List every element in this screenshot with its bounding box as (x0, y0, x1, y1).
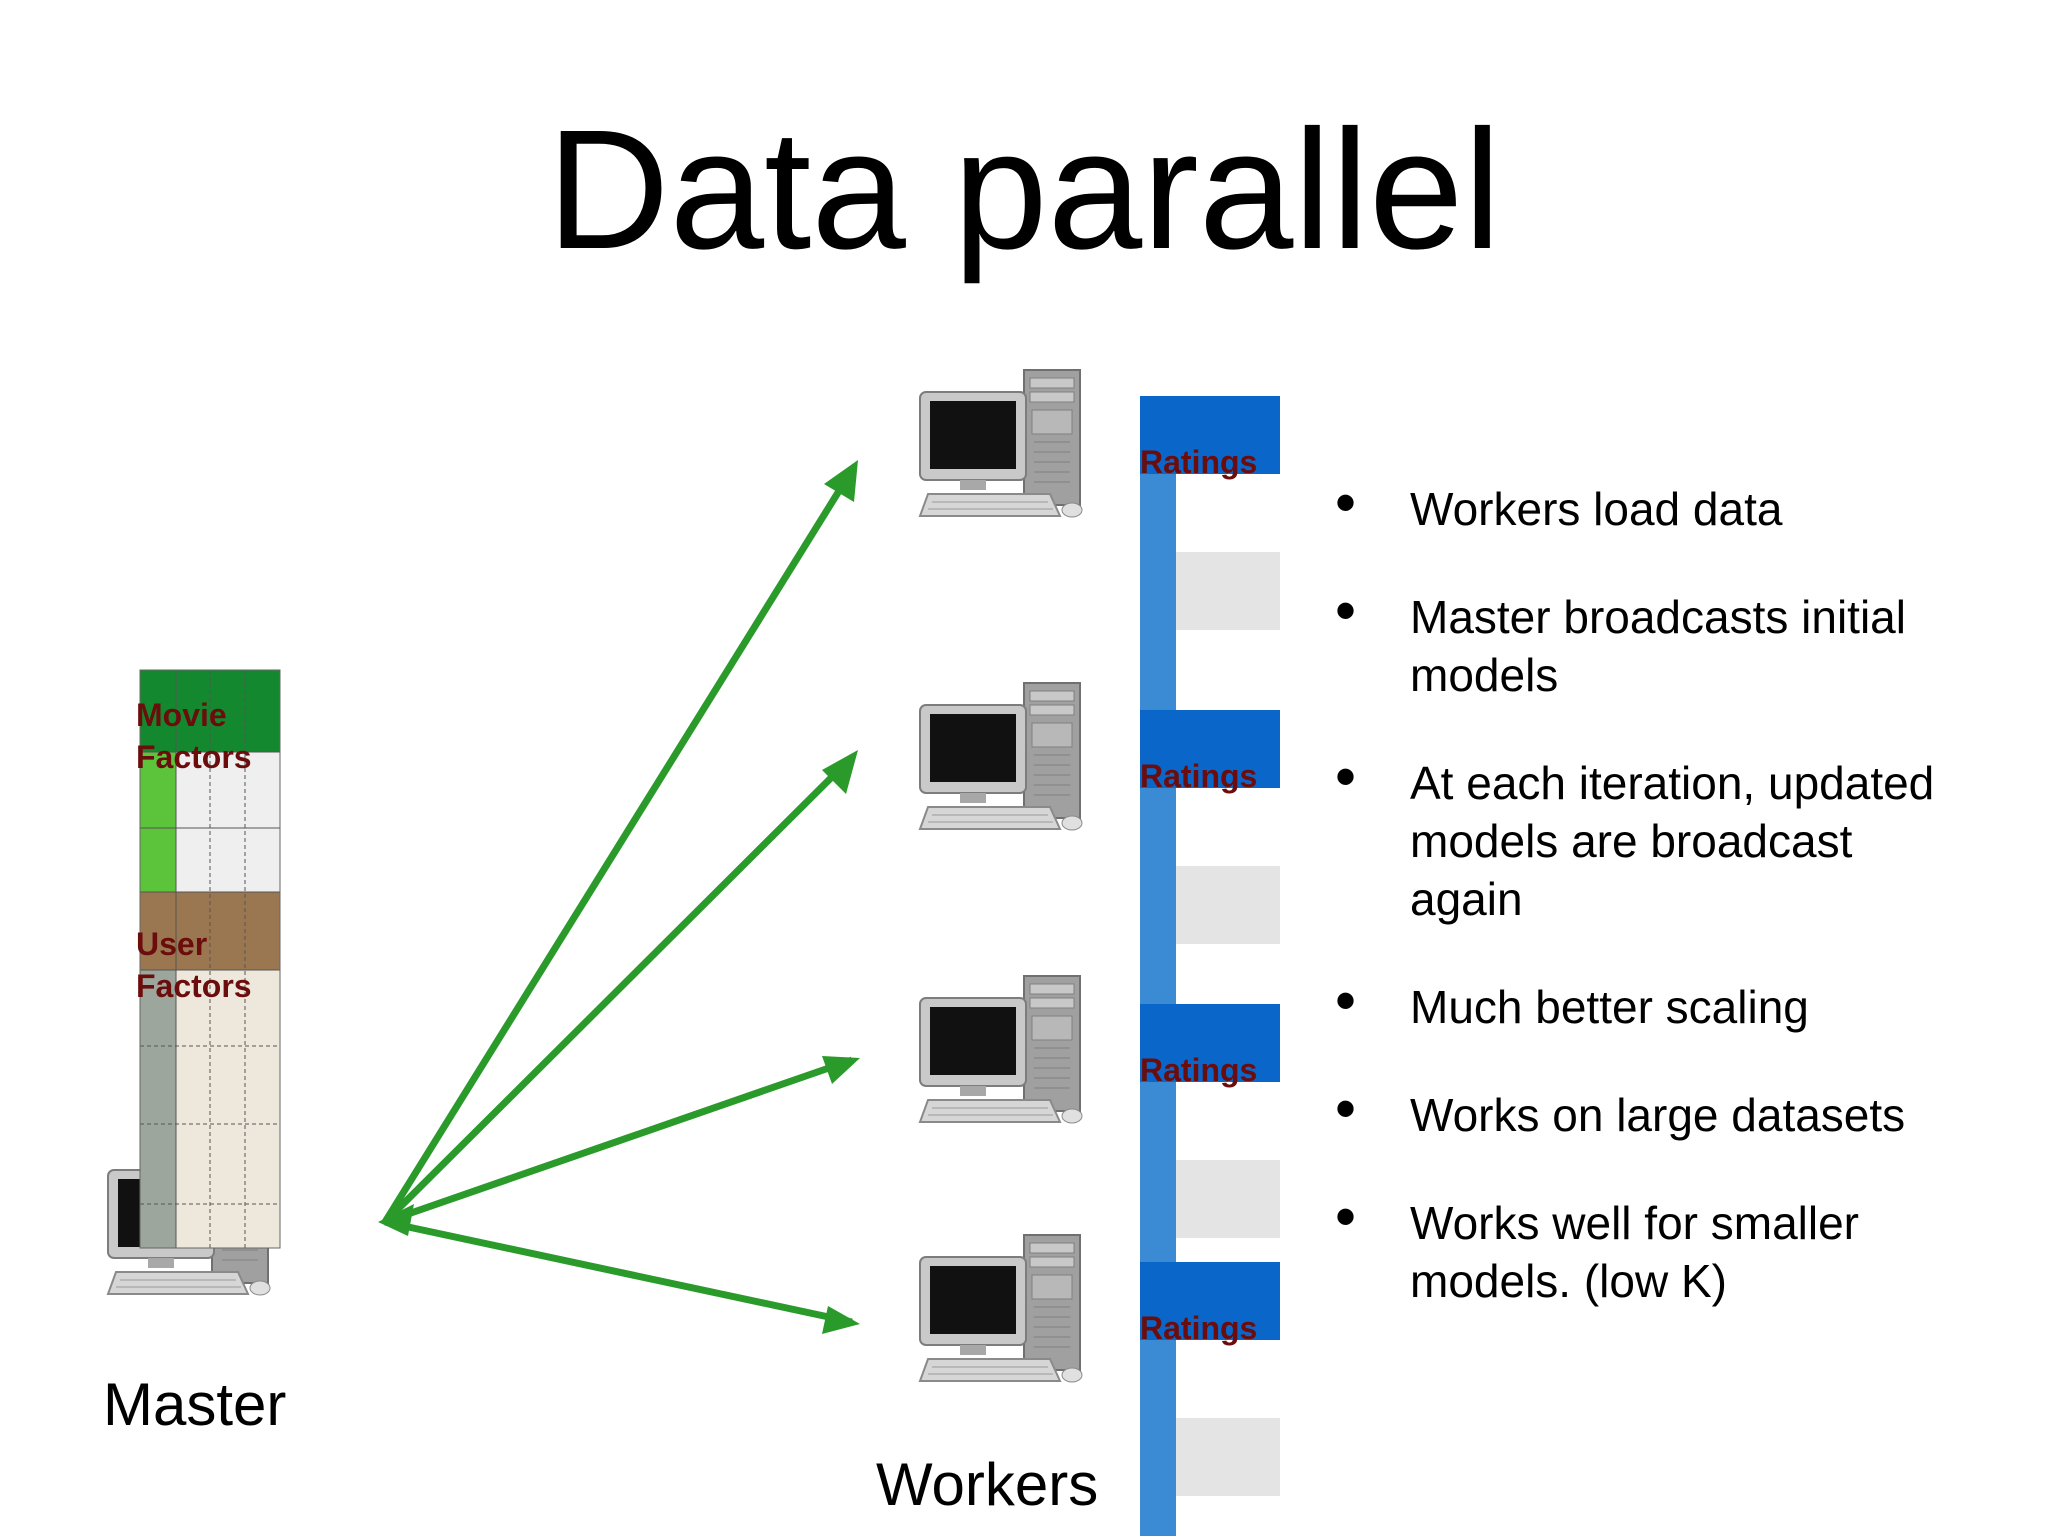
bullet-item: Works well for smaller models. (low K) (1335, 1188, 1955, 1310)
factor-stack (139, 669, 281, 1249)
bullet-list: Workers load data Master broadcasts init… (1335, 474, 1955, 1360)
bullet-item: Much better scaling (1335, 972, 1955, 1036)
ratings-bar (1140, 396, 1176, 1536)
user-factors-column (140, 970, 176, 1248)
ratings-label-4: Ratings (1140, 1310, 1258, 1346)
workers-label: Workers (876, 1451, 1099, 1518)
ratings-partitions (1140, 396, 1280, 1496)
arrow-worker-4 (384, 1218, 853, 1326)
worker-computer-3 (919, 975, 1083, 1124)
movie-factors-header (140, 670, 280, 752)
ratings-label-3: Ratings (1140, 1052, 1258, 1088)
ratings-label-2: Ratings (1140, 758, 1258, 794)
bullet-item: Works on large datasets (1335, 1080, 1955, 1144)
movie-factors-column (140, 752, 176, 892)
arrow-worker-3 (383, 1056, 854, 1226)
arrow-worker-2 (382, 754, 855, 1225)
user-factors-label: User Factors (136, 926, 252, 1004)
worker-computer-2 (919, 682, 1083, 831)
movie-factors-label: Movie Factors (136, 697, 252, 775)
broadcast-arrows (378, 460, 860, 1334)
worker-computer-1 (919, 369, 1083, 518)
bullet-item: Master broadcasts initial models (1335, 582, 1955, 704)
arrow-worker-1 (382, 468, 855, 1224)
bullet-item: Workers load data (1335, 474, 1955, 538)
master-label: Master (103, 1371, 287, 1438)
bullet-item: At each iteration, updated models are br… (1335, 748, 1955, 928)
worker-computer-4 (919, 1234, 1083, 1383)
slide-title: Data parallel (546, 95, 1502, 285)
ratings-label-1: Ratings (1140, 444, 1258, 480)
